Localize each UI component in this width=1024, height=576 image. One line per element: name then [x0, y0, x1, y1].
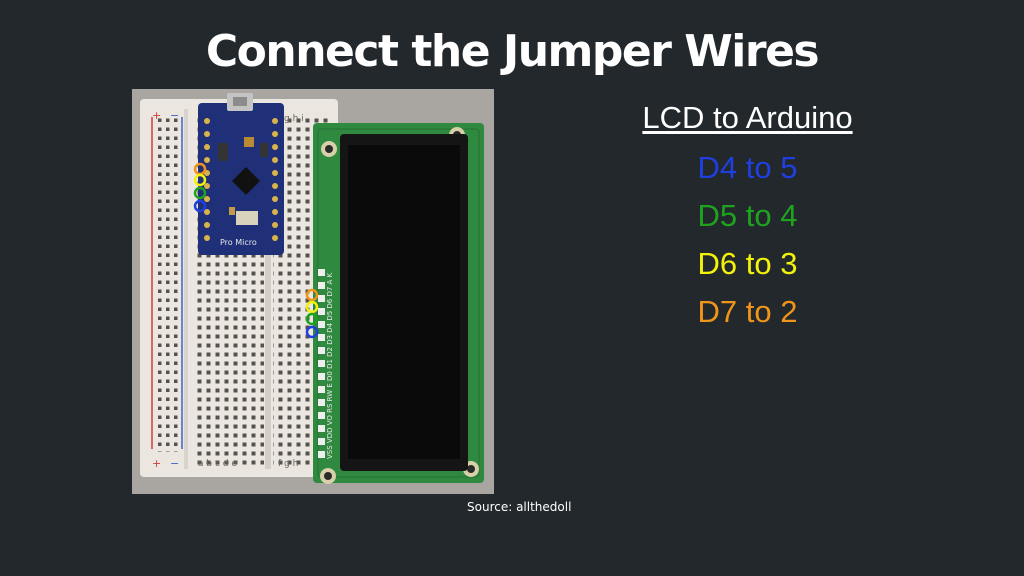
arduino-pin-markers [193, 162, 207, 213]
breadboard-cols-right: f g h [278, 459, 298, 469]
connection-d6-text: D6 to 3 [697, 246, 798, 281]
connection-d4: D4 to 5 [600, 150, 895, 186]
connection-d6: D6 to 3 [600, 246, 895, 282]
svg-text:−: − [170, 109, 179, 122]
slide-title: Connect the Jumper Wires [205, 26, 820, 77]
connection-d4-text: D4 to 5 [697, 150, 798, 185]
pro-micro-board: Pro Micro [198, 93, 284, 255]
lcd-module: VSS VDD VO RS RW E D0 D1 D2 D3 D4 D5 D6 … [313, 123, 484, 484]
connection-d5: D5 to 4 [600, 198, 895, 234]
wiring-photo: + − + − a b c d e f g h g h i [132, 89, 494, 494]
svg-text:+: + [152, 109, 161, 122]
breadboard: + − + − a b c d e f g h g h i [140, 99, 338, 477]
svg-text:+: + [152, 457, 161, 470]
mapping-heading: LCD to Arduino [642, 100, 853, 135]
connection-d5-text: D5 to 4 [697, 198, 798, 233]
source-caption: Source: allthedoll [467, 500, 572, 514]
svg-text:−: − [170, 457, 179, 470]
lcd-pin-markers [305, 288, 319, 339]
connection-d7-text: D7 to 2 [697, 294, 798, 329]
board-label: Pro Micro [220, 238, 257, 247]
breadboard-cols-left: a b c d e [198, 459, 237, 469]
breadboard-cols-top: g h i [284, 114, 304, 124]
lcd-pin-labels: VSS VDD VO RS RW E D0 D1 D2 D3 D4 D5 D6 … [326, 272, 334, 459]
connection-d7: D7 to 2 [600, 294, 895, 330]
